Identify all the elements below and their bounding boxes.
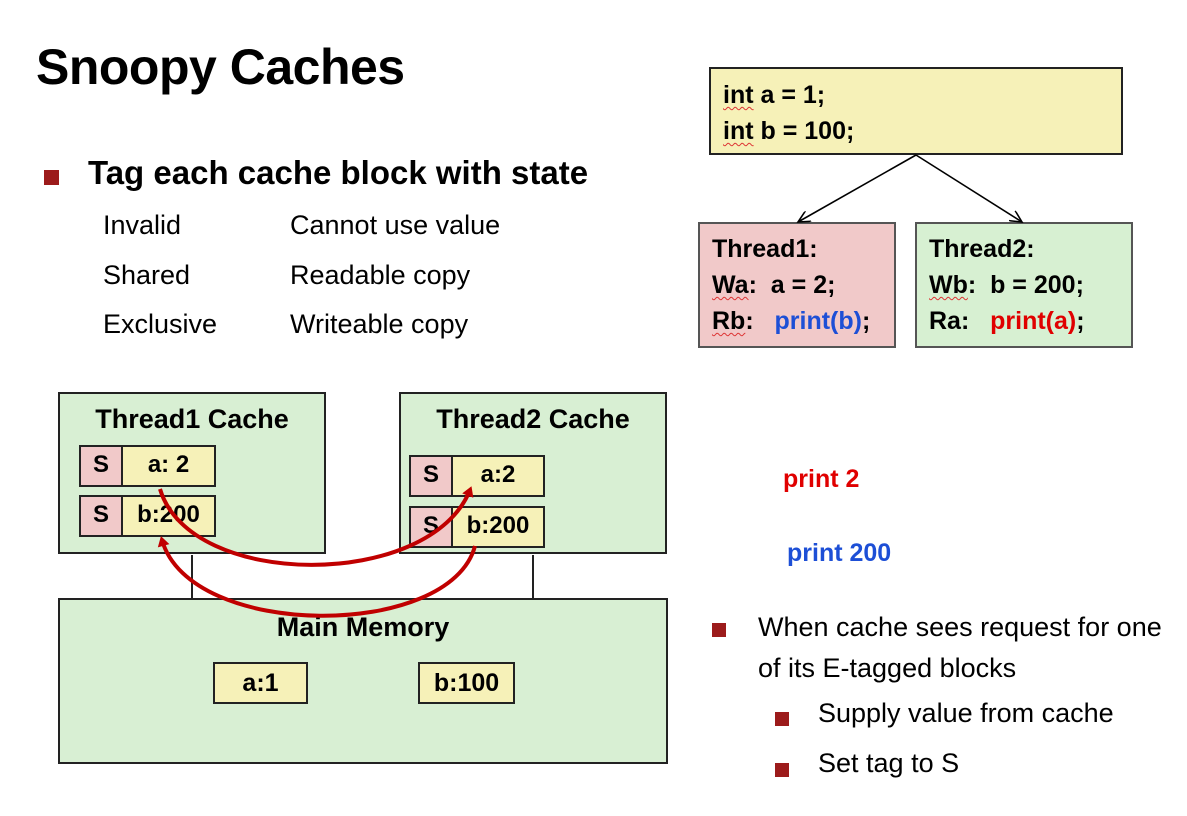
cache1-row1-tag: S xyxy=(79,445,123,487)
main-bullet-text: Tag each cache block with state xyxy=(88,154,589,191)
output-print-b: print 200 xyxy=(787,539,892,567)
thread1-line2-label: Rb xyxy=(712,307,746,335)
page-title: Snoopy Caches xyxy=(36,39,405,95)
state-desc-exclusive: Writeable copy xyxy=(290,309,469,339)
state-name-invalid: Invalid xyxy=(103,210,182,240)
decl-b-keyword: int xyxy=(723,117,754,145)
thread2-line2-label: Ra: xyxy=(929,307,991,335)
thread1-line1: Wa: a = 2; xyxy=(712,267,835,303)
fork-arrow-right xyxy=(915,154,1022,222)
thread1-cache-title: Thread1 Cache xyxy=(95,404,289,434)
bullet-square-icon xyxy=(44,170,59,185)
fork-arrow-left xyxy=(798,154,917,222)
main-memory: Main Memory a:1 b:100 xyxy=(58,598,668,764)
notes-sub-2: Set tag to S xyxy=(818,748,960,778)
thread2-line1-label: Wb xyxy=(929,271,968,299)
cache1-row2-tag: S xyxy=(79,495,123,537)
thread1-line2: Rb: print(b); xyxy=(712,303,870,339)
shared-variables-box: int a = 1; int b = 100; xyxy=(709,67,1123,155)
thread2-cache-title: Thread2 Cache xyxy=(436,404,630,434)
cache2-row2-value: b:200 xyxy=(451,506,545,548)
thread1-cache: Thread1 Cache S a: 2 S b:200 xyxy=(58,392,326,554)
state-name-exclusive: Exclusive xyxy=(103,309,218,339)
thread1-title: Thread1: xyxy=(712,235,818,263)
arrow-b-cache2-to-cache1 xyxy=(157,536,477,618)
cache2-bus-connector xyxy=(532,555,534,599)
memory-cell-b: b:100 xyxy=(418,662,515,704)
thread2-line2: Ra: print(a); xyxy=(929,303,1085,339)
thread2-line2-end: ; xyxy=(1076,307,1085,335)
thread2-code-box: Thread2: Wb: b = 200; Ra: print(a); xyxy=(915,222,1133,348)
notes-sub-1: Supply value from cache xyxy=(818,698,1114,728)
thread1-line2-sep: : xyxy=(745,307,775,335)
arrow-a-cache1-to-cache2 xyxy=(158,486,474,567)
notes-sub-bullet-2-icon xyxy=(775,763,789,777)
thread1-line2-end: ; xyxy=(861,307,871,335)
thread1-line1-label: Wa xyxy=(712,271,749,299)
thread2-line1-rest: : b = 200; xyxy=(967,271,1084,299)
thread2-title: Thread2: xyxy=(929,235,1035,263)
thread2-line1: Wb: b = 200; xyxy=(929,267,1084,303)
cache1-bus-connector xyxy=(191,555,193,599)
decl-b: int b = 100; xyxy=(723,113,854,149)
decl-b-rest: b = 100; xyxy=(753,117,855,145)
decl-a: int a = 1; xyxy=(723,77,825,113)
cache1-row1-value: a: 2 xyxy=(121,445,216,487)
thread1-print-call: print(b) xyxy=(774,307,862,335)
notes-bullet-icon xyxy=(712,623,726,637)
output-print-a: print 2 xyxy=(783,465,860,493)
state-desc-shared: Readable copy xyxy=(290,260,471,290)
cache2-row1-tag: S xyxy=(409,455,453,497)
decl-a-rest: a = 1; xyxy=(753,81,826,109)
memory-cell-a: a:1 xyxy=(213,662,308,704)
notes-sub-bullet-1-icon xyxy=(775,712,789,726)
state-name-shared: Shared xyxy=(103,260,191,290)
thread1-line1-rest: : a = 2; xyxy=(748,271,836,299)
thread1-code-box: Thread1: Wa: a = 2; Rb: print(b); xyxy=(698,222,896,348)
notes-main-text: When cache sees request for one of its E… xyxy=(758,612,1162,683)
state-desc-invalid: Cannot use value xyxy=(290,210,501,240)
thread2-print-call: print(a) xyxy=(990,307,1077,335)
decl-a-keyword: int xyxy=(723,81,754,109)
